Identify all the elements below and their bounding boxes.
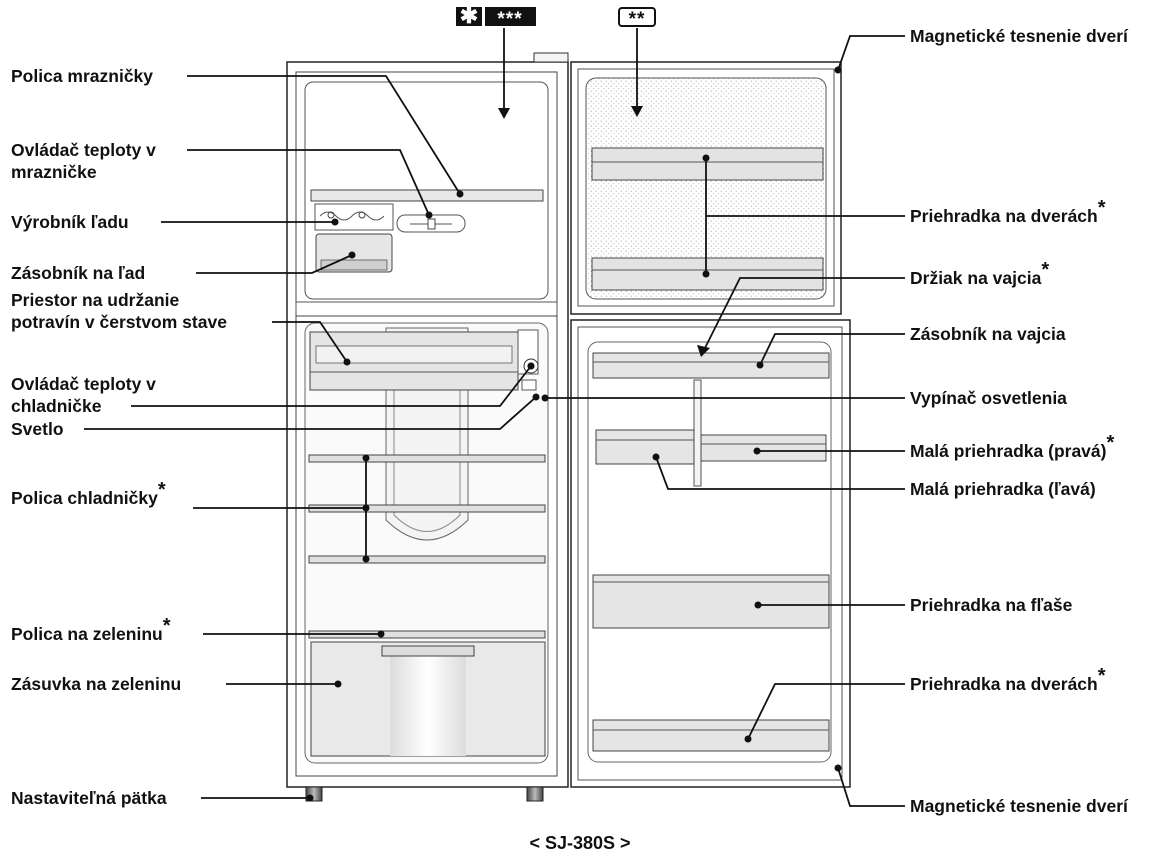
right-labels: Magnetické tesnenie dverí Priehradka na … <box>910 26 1129 816</box>
label-light-switch: Vypínač osvetlenia <box>910 388 1067 408</box>
small-pocket-left <box>595 429 695 465</box>
bottle-pocket <box>592 574 830 629</box>
label-door-pocket-bottom: Priehradka na dverách* <box>910 665 1106 694</box>
label-ice-box: Zásobník na ľad <box>11 263 145 283</box>
light <box>521 379 537 391</box>
label-crisper-shelf: Polica na zeleninu* <box>11 615 171 644</box>
door-rating-stars: ** <box>629 9 646 30</box>
label-small-pocket-right: Malá priehradka (pravá)* <box>910 432 1114 461</box>
fridge-shelves <box>308 454 546 564</box>
label-crisper-drawer: Zásuvka na zeleninu <box>11 674 181 694</box>
fridge-door-pocket-bottom <box>592 719 830 752</box>
freezer-rating-stars: *** <box>497 9 522 30</box>
label-door-gasket-top: Magnetické tesnenie dverí <box>910 26 1129 46</box>
label-ice-maker: Výrobník ľadu <box>11 212 129 232</box>
freezer-temperature-control <box>396 214 466 233</box>
label-fridge-shelf: Polica chladničky* <box>11 479 166 508</box>
model-caption: < SJ-380S > <box>529 833 630 853</box>
label-egg-tray: Zásobník na vajcia <box>910 324 1066 344</box>
leader-lines <box>84 35 905 807</box>
freezer-compartment <box>295 71 558 303</box>
freezer-door-pocket-top <box>591 147 824 181</box>
adjustable-feet <box>305 786 544 802</box>
crisper-drawer <box>310 641 546 757</box>
small-pocket-right <box>700 434 827 462</box>
label-light: Svetlo <box>11 419 64 439</box>
fridge-compartment <box>295 315 558 777</box>
label-freezer-shelf: Polica mrazničky <box>11 66 153 86</box>
label-egg-holder: Držiak na vajcia* <box>910 259 1049 288</box>
ice-maker <box>314 203 394 231</box>
label-door-pocket-top: Priehradka na dverách* <box>910 197 1106 226</box>
fridge-door <box>570 319 851 788</box>
label-adjustable-foot: Nastaviteľná pätka <box>11 788 167 808</box>
freezer-shelf <box>310 189 544 202</box>
svg-text:✱: ✱ <box>460 3 478 28</box>
label-small-pocket-left: Malá priehradka (ľavá) <box>910 479 1096 499</box>
fresh-zone <box>309 331 519 391</box>
refrigerator-cabinet <box>286 52 569 802</box>
egg-tray <box>592 352 830 379</box>
label-bottle-pocket: Priehradka na fľaše <box>910 595 1073 615</box>
label-door-gasket-bottom: Magnetické tesnenie dverí <box>910 796 1129 816</box>
door-star-rating-badge: ** <box>618 7 656 30</box>
freezer-star-rating-badge: ✱ *** <box>456 3 536 30</box>
